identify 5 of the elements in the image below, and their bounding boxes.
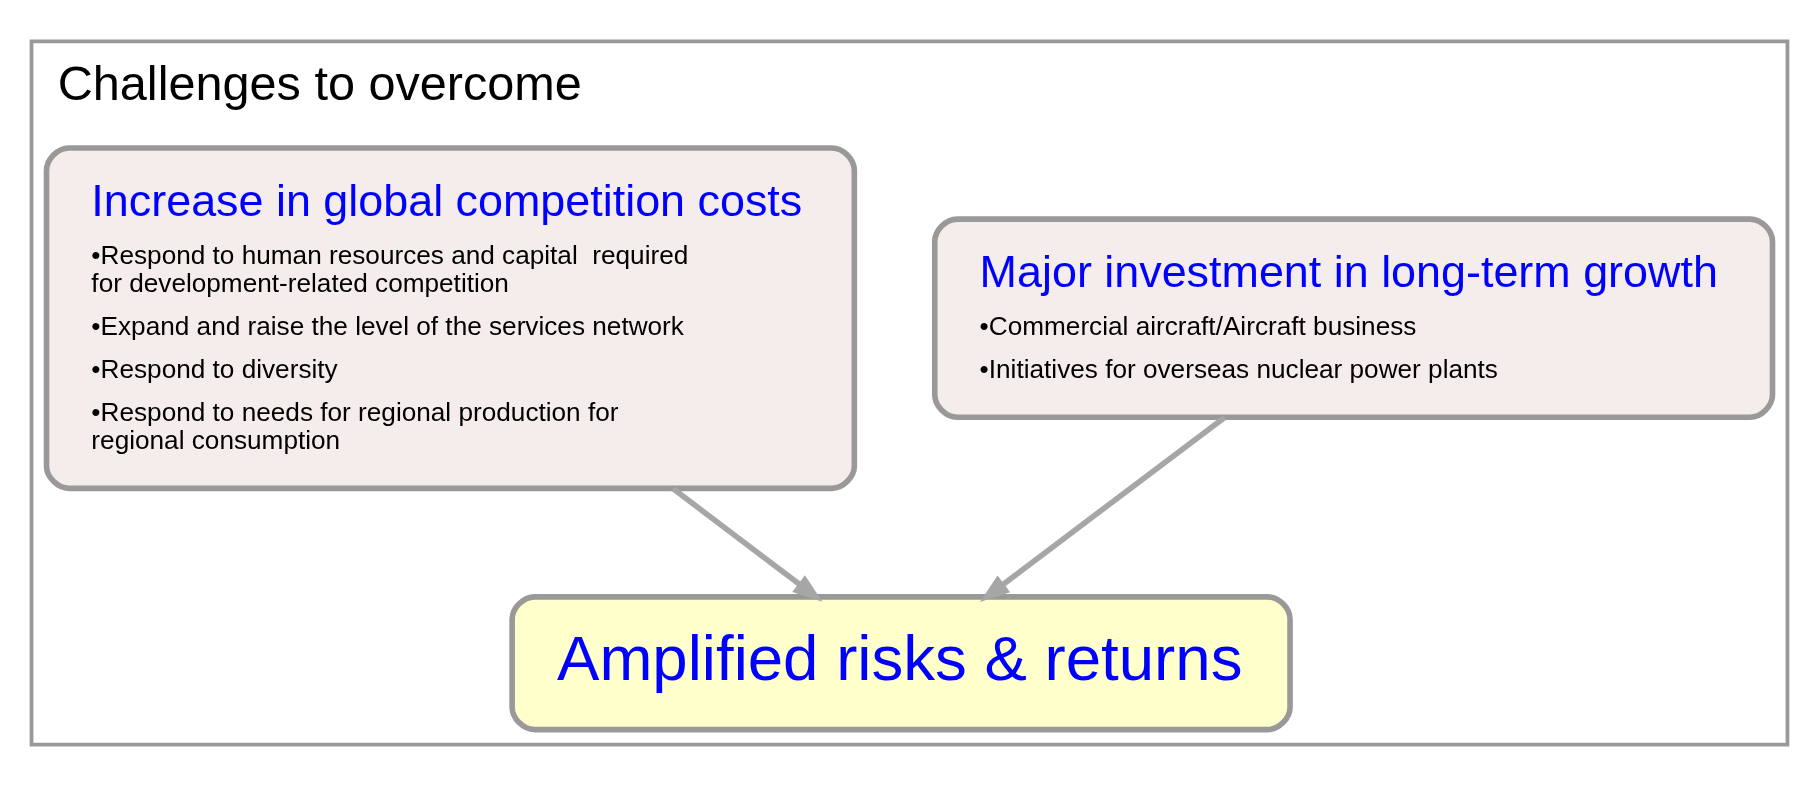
node-box: Amplified risks & returns <box>509 594 1293 733</box>
node-box: Major investment in long-term growth •Commercial aircraft/Aircraft business •Initiatives for overseas nuclear power plants <box>931 216 1776 421</box>
node-box: Increase in global competition costs •Respond to human resources and capital required for development-related competition •Expand and raise the level of the services network •Respond to diversity •Respond to needs for regional production for regional consumption <box>43 145 858 492</box>
arrow <box>671 486 823 602</box>
arrow <box>979 415 1227 602</box>
